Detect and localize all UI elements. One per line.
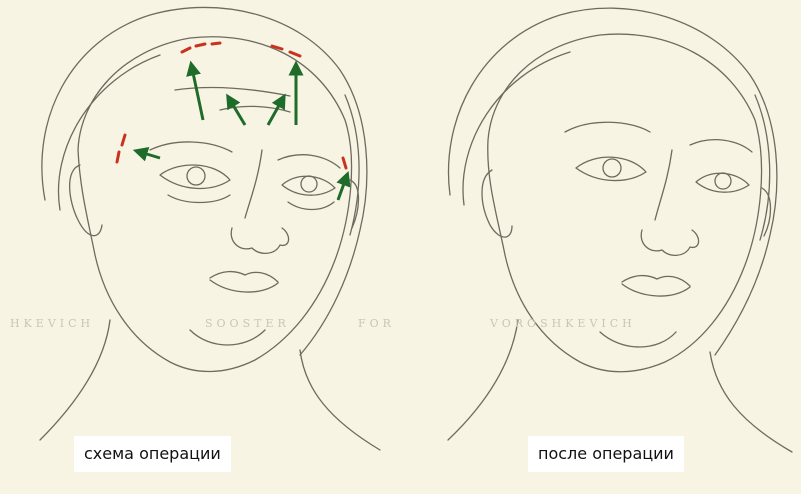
iris-left	[603, 159, 621, 177]
eye-bag-left	[168, 195, 230, 203]
iris-left	[187, 167, 205, 185]
incision-mark	[196, 44, 205, 46]
ear-left	[482, 170, 512, 237]
lift-arrow	[140, 152, 160, 158]
lower-lip	[622, 284, 690, 296]
nose	[641, 230, 698, 255]
nose-bridge	[655, 150, 672, 220]
neck-outline	[448, 320, 518, 440]
hair-outline	[42, 7, 367, 355]
lift-arrow	[192, 68, 203, 120]
neck-outline	[710, 352, 792, 452]
eyebrow-left	[565, 122, 650, 132]
face-drawing-scheme	[0, 0, 400, 494]
iris-right	[301, 176, 317, 192]
incision-mark	[117, 152, 119, 162]
incision-mark	[122, 135, 125, 145]
watermark-text: SOOSTER	[205, 317, 290, 330]
iris-right	[715, 173, 731, 189]
caption-scheme: схема операции	[74, 436, 231, 472]
eyebrow-right	[690, 140, 752, 152]
eyebrow-left	[150, 142, 232, 152]
eye-bag-right	[288, 202, 334, 210]
watermark-text: FOR	[358, 317, 395, 330]
lift-arrow	[268, 100, 282, 125]
lift-arrow	[230, 100, 245, 125]
incision-mark	[343, 158, 346, 168]
incision-mark	[290, 52, 300, 56]
watermark-text: HKEVICH	[10, 317, 94, 330]
upper-lip	[210, 272, 278, 282]
incision-mark	[212, 43, 220, 44]
chin-line	[190, 330, 265, 345]
face-drawing-after	[400, 0, 801, 494]
panel-scheme	[0, 0, 400, 494]
incision-mark	[347, 176, 348, 184]
nose	[231, 228, 288, 253]
upper-lip	[622, 276, 690, 286]
hair-outline	[448, 8, 776, 355]
lower-lip	[210, 280, 278, 292]
chin-line	[600, 332, 676, 347]
forehead-line	[175, 88, 290, 96]
ear-left	[70, 165, 102, 236]
caption-after: после операции	[528, 436, 684, 472]
lift-arrow	[338, 178, 346, 200]
incision-mark	[182, 48, 190, 52]
eyebrow-right	[278, 155, 340, 168]
panel-after	[400, 0, 801, 494]
watermark-text: VOROSHKEVICH	[490, 317, 636, 330]
nose-bridge	[245, 150, 262, 218]
neck-outline	[40, 320, 110, 440]
neck-outline	[300, 350, 380, 450]
